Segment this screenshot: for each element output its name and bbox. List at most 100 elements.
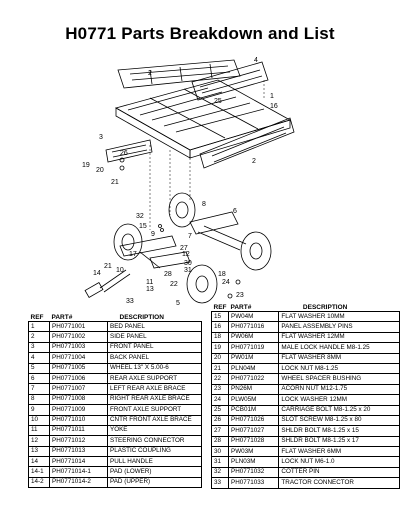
part-ref-cell: 25 bbox=[211, 404, 229, 416]
callout-label: 24 bbox=[222, 279, 230, 286]
part-number-cell: PH0771006 bbox=[49, 372, 108, 385]
wheel-drawing-right bbox=[240, 231, 272, 271]
part-ref-cell: 4 bbox=[28, 352, 50, 364]
callout-label: 7 bbox=[188, 233, 192, 240]
part-description-cell: STEERING CONNECTOR bbox=[107, 435, 202, 447]
part-number-cell: PH0771014-2 bbox=[49, 476, 108, 489]
part-ref-cell: 3 bbox=[28, 341, 50, 354]
part-description-cell: SLOT SCREW M8-1.25 x 80 bbox=[278, 414, 400, 427]
back-panel-drawing bbox=[191, 61, 269, 101]
callout-label: 1 bbox=[270, 93, 274, 100]
callout-label: 19 bbox=[82, 162, 90, 169]
part-description-cell: PLASTIC COUPLING bbox=[107, 445, 202, 458]
callout-label: 18 bbox=[218, 271, 226, 278]
part-description-cell: FRONT AXLE SUPPORT bbox=[107, 404, 202, 416]
part-description-cell: ACORN NUT M12-1.75 bbox=[278, 383, 400, 396]
part-number-cell: PH0771001 bbox=[49, 320, 108, 333]
part-description-cell: COTTER PIN bbox=[278, 466, 400, 479]
part-description-cell: PAD (UPPER) bbox=[107, 476, 202, 489]
part-number-cell: PLN03M bbox=[227, 456, 280, 468]
part-description-cell: LOCK NUT M8-1.25 bbox=[278, 362, 400, 375]
part-number-cell: PH0771032 bbox=[227, 466, 280, 479]
part-ref-cell: 30 bbox=[211, 446, 229, 458]
part-description-cell: CNTR FRONT AXLE BRACE bbox=[107, 414, 202, 426]
part-ref-cell: 11 bbox=[28, 424, 50, 437]
part-ref-cell: 20 bbox=[211, 352, 229, 364]
part-number-cell: PH0771027 bbox=[227, 425, 280, 437]
callout-label: 27 bbox=[180, 245, 188, 252]
col-header-part: PART# bbox=[51, 313, 73, 321]
part-description-cell: PULL HANDLE bbox=[107, 456, 202, 468]
part-description-cell: YOKE bbox=[107, 424, 202, 437]
callout-label: 4 bbox=[254, 57, 258, 64]
part-description-cell: WHEEL SPACER BUSHING bbox=[278, 373, 400, 385]
side-panel-left-drawing bbox=[117, 59, 241, 89]
part-description-cell: SHLDR BOLT M8-1.25 x 15 bbox=[278, 425, 400, 437]
part-description-cell: WHEEL 13" X 5.00-6 bbox=[107, 362, 202, 374]
callout-label: 10 bbox=[116, 267, 124, 274]
callout-label: 17 bbox=[129, 251, 137, 258]
part-number-cell: PH0771019 bbox=[227, 342, 280, 354]
callout-label: 3 bbox=[99, 134, 103, 141]
part-description-cell: RIGHT REAR AXLE BRACE bbox=[107, 393, 202, 406]
part-ref-cell: 23 bbox=[211, 383, 229, 396]
col-header-ref: REF bbox=[213, 303, 227, 311]
part-number-cell: PH0771008 bbox=[49, 393, 108, 406]
part-ref-cell: 8 bbox=[28, 393, 50, 406]
part-number-cell: PLN04M bbox=[227, 362, 280, 375]
callout-label: 30 bbox=[184, 260, 192, 267]
callout-label: 2 bbox=[148, 70, 152, 77]
callout-label: 33 bbox=[126, 298, 134, 305]
part-description-cell: LOCK WASHER 12MM bbox=[278, 394, 400, 406]
callout-label: 15 bbox=[139, 223, 147, 230]
part-description-cell: LOCK NUT M6-1.0 bbox=[278, 456, 400, 468]
part-ref-cell: 7 bbox=[28, 383, 50, 395]
part-ref-cell: 1 bbox=[28, 320, 50, 333]
part-number-cell: PH0771010 bbox=[49, 414, 108, 426]
callout-label: 12 bbox=[182, 251, 190, 258]
callout-label: 31 bbox=[184, 267, 192, 274]
part-number-cell: PH0771003 bbox=[49, 341, 108, 354]
callout-label: 25 bbox=[214, 98, 222, 105]
part-description-cell: PANEL ASSEMBLY PINS bbox=[278, 321, 400, 333]
part-description-cell: SIDE PANEL bbox=[107, 331, 202, 343]
callout-label: 21 bbox=[104, 263, 112, 270]
callout-label: 28 bbox=[164, 271, 172, 278]
part-number-cell: PW06M bbox=[227, 331, 280, 344]
wheel-drawing-left bbox=[113, 223, 143, 261]
part-ref-cell: 32 bbox=[211, 466, 229, 479]
part-description-cell: BED PANEL bbox=[107, 320, 202, 333]
part-number-cell: PH0771022 bbox=[227, 373, 280, 385]
part-ref-cell: 33 bbox=[211, 477, 229, 489]
callout-label: 21 bbox=[111, 179, 119, 186]
part-description-cell: REAR AXLE SUPPORT bbox=[107, 372, 202, 385]
wheel-drawing-front bbox=[186, 264, 218, 304]
part-ref-cell: 24 bbox=[211, 394, 229, 406]
part-description-cell: FRONT PANEL bbox=[107, 341, 202, 354]
part-number-cell: PH0771012 bbox=[49, 435, 108, 447]
part-number-cell: PH0771005 bbox=[49, 362, 108, 374]
front-panel-drawing bbox=[105, 139, 153, 163]
callout-label: 32 bbox=[136, 213, 144, 220]
part-ref-cell: 21 bbox=[211, 362, 229, 375]
part-description-cell: FLAT WASHER 12MM bbox=[278, 331, 400, 344]
part-number-cell: PH0771002 bbox=[49, 331, 108, 343]
